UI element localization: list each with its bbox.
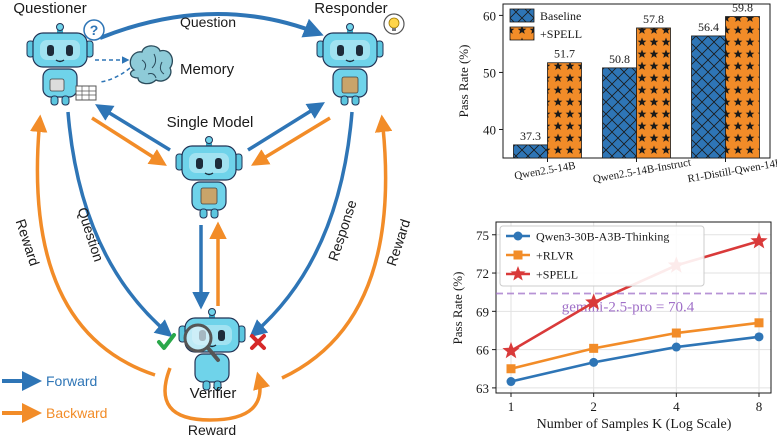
memory-return-arrow (99, 67, 131, 83)
bar-chart: 40 50 60 37.3 51.7 50.8 57.8 56.4 59.8 Qwen2.5-… (456, 1, 777, 186)
line-legend-label: +SPELL (536, 268, 578, 282)
reward-arrow-right (281, 114, 393, 380)
line-ytick-label: 72 (476, 266, 489, 281)
bar-legend-spell: +SPELL (540, 27, 582, 41)
bar-value-label: 37.3 (520, 129, 541, 143)
responder-robot (316, 22, 384, 106)
series-point (754, 332, 764, 342)
legend-forward: Forward (46, 373, 97, 389)
line-chart: 63 66 69 72 75 1 2 4 8 gemini-2.5-pro = 70.4 Nu… (450, 221, 772, 432)
bar-value-label: 57.8 (643, 12, 664, 26)
diagram-legend: Forward Backward (2, 371, 107, 423)
brain-icon (129, 45, 174, 85)
reward-arrow-left (29, 114, 156, 377)
question-label-left: Question (74, 205, 107, 263)
line-ytick-label: 75 (476, 228, 489, 243)
line-xtick-label: 1 (508, 399, 515, 414)
line-xtick-label: 2 (590, 399, 597, 414)
question-arrow-top (99, 12, 324, 40)
line-legend-marker (513, 231, 523, 241)
single-model-robot (175, 135, 243, 219)
bar-ytick-label: 50 (483, 65, 496, 80)
stack-icon (75, 85, 97, 101)
series-point (671, 328, 681, 338)
series-point (506, 364, 516, 374)
line-legend-marker (513, 250, 523, 260)
verifier-label: Verifier (190, 385, 237, 402)
legend-backward: Backward (46, 405, 107, 421)
bar-ytick-label: 60 (483, 8, 496, 23)
series-line (510, 335, 760, 383)
line-xtick-label: 8 (756, 399, 763, 414)
bar-baseline (513, 144, 548, 159)
bar-chart-ylabel: Pass Rate (%) (456, 45, 471, 118)
bar-value-label: 50.8 (609, 52, 630, 66)
bar-spell (547, 62, 582, 159)
memory-label: Memory (180, 61, 235, 78)
bar-category-label: R1-Distill-Qwen-14B (687, 157, 777, 185)
reward-arrow-bottom (163, 367, 271, 422)
bar-spell (725, 16, 760, 159)
svg-text:?: ? (90, 22, 99, 38)
reward-label-right: Reward (383, 217, 413, 268)
line-legend-box (499, 225, 705, 287)
responder-label: Responder (314, 0, 387, 17)
questioner-label: Questioner (13, 0, 86, 17)
bar-value-label: 56.4 (698, 20, 719, 34)
line-ytick-label: 69 (476, 304, 489, 319)
line-chart-xlabel: Number of Samples K (Log Scale) (537, 417, 732, 432)
line-ytick-label: 63 (476, 381, 489, 396)
line-legend-label: Qwen3-30B-A3B-Thinking (536, 230, 669, 244)
model-to-responder-arrow (247, 102, 325, 152)
reward-label-left: Reward (13, 217, 43, 268)
series-point (589, 357, 599, 367)
magnifier-icon (183, 323, 220, 362)
series-point (506, 377, 516, 387)
framework-diagram: Question Question Reward Response Reward… (2, 0, 413, 437)
line-legend-label: +RLVR (536, 249, 574, 263)
bar-category-label: Qwen2.5-14B (513, 160, 576, 183)
question-arrow-left (66, 111, 173, 338)
series-point (502, 341, 520, 359)
series-point (671, 342, 681, 352)
series-line (510, 321, 760, 371)
single-model-label: Single Model (167, 114, 254, 131)
question-bubble-icon: ? (83, 19, 105, 41)
line-chart-legend: Qwen3-30B-A3B-Thinking +RLVR +SPELL (499, 225, 705, 287)
series-point (585, 293, 603, 310)
line-ytick-label: 66 (476, 343, 490, 358)
bar-chart-legend: Baseline +SPELL (509, 8, 582, 41)
response-arrow-right (249, 111, 354, 338)
line-legend-marker (510, 266, 526, 281)
bar-ytick-label: 40 (483, 122, 496, 137)
line-xtick-label: 4 (673, 399, 680, 414)
responder-to-model-arrow (251, 116, 331, 166)
model-to-questioner-arrow (95, 104, 171, 152)
response-label-right: Response (325, 198, 360, 263)
bar-value-label: 59.8 (732, 1, 753, 15)
question-label-top: Question (180, 14, 236, 30)
questioner-robot (26, 22, 94, 106)
bar-baseline (691, 35, 726, 159)
bar-baseline (602, 67, 637, 159)
reference-line-label: gemini-2.5-pro = 70.4 (562, 299, 695, 315)
line-chart-ylabel: Pass Rate (%) (450, 272, 465, 345)
bar-value-label: 51.7 (554, 47, 575, 61)
cross-icon (250, 334, 266, 350)
series-point (754, 318, 764, 328)
lightbulb-bubble-icon (383, 13, 405, 35)
bar-spell (636, 27, 671, 159)
line-chart-frame (495, 221, 772, 394)
bar-category-label: Qwen2.5-14B-Instruct (592, 157, 692, 186)
series-point (589, 343, 599, 353)
check-icon (157, 333, 176, 350)
bar-legend-baseline: Baseline (540, 9, 581, 23)
series-point (750, 232, 768, 249)
reward-label-bottom: Reward (188, 422, 236, 437)
questioner-to-model-arrow (91, 116, 167, 166)
